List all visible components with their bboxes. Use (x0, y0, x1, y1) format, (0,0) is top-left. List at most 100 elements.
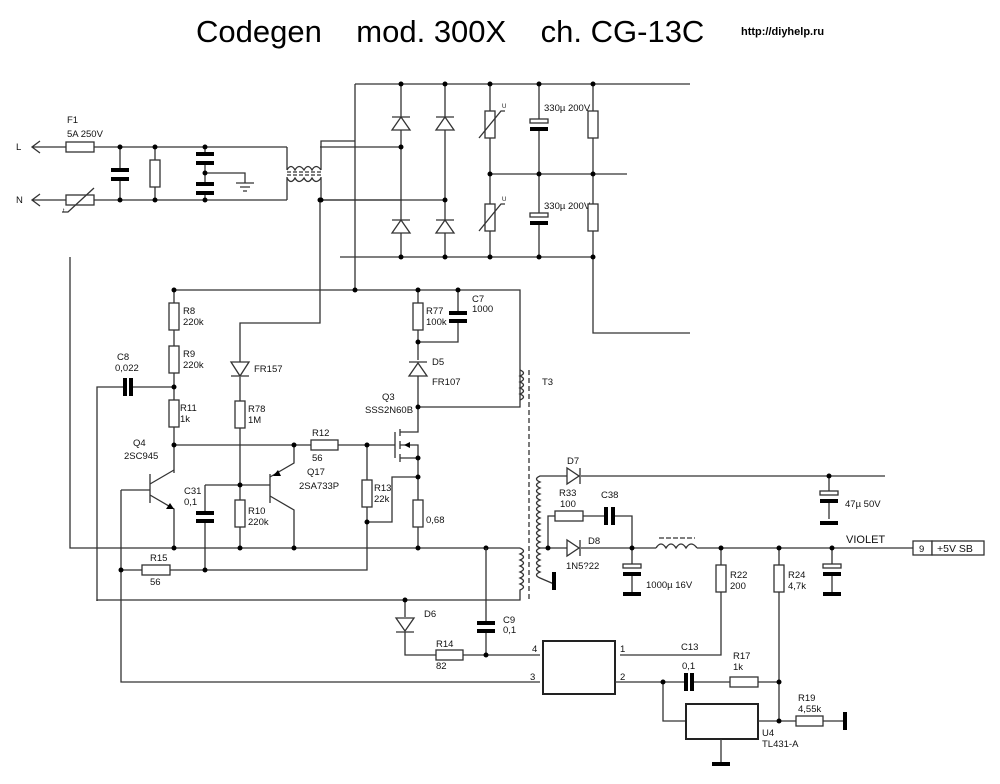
y-cap2-plate2 (196, 191, 214, 195)
wire-neutral (30, 193, 287, 207)
f1-value: 5A 250V (67, 129, 104, 140)
q4-value: 2SC945 (124, 451, 158, 462)
bridge-diode-3 (390, 218, 412, 234)
r15-value: 56 (150, 577, 161, 588)
d5-ref: D5 (432, 357, 444, 368)
diode-d5 (407, 361, 429, 377)
capacitor-c9-plate1 (477, 621, 495, 625)
r8-ref: R8 (183, 306, 195, 317)
connector-rail-label: +5V SB (937, 543, 973, 555)
r8-value: 220k (183, 317, 204, 328)
r9-ref: R9 (183, 349, 195, 360)
r13-value: 22k (374, 494, 390, 505)
capacitor-c8-plate1 (123, 378, 127, 396)
r33-ref: R33 (559, 488, 576, 499)
resistor-r10 (234, 499, 246, 528)
sense-value: 0,68 (426, 515, 445, 526)
r12-ref: R12 (312, 428, 329, 439)
varistor-bottom-label: U (502, 197, 506, 203)
ground-icon (236, 182, 254, 192)
rectifier-bulk: U U 330µ 200V 330µ 200V (69, 81, 690, 549)
r15-ref: R15 (150, 553, 167, 564)
x-cap-plate1 (111, 168, 129, 172)
c38-ref: C38 (601, 490, 618, 501)
r17-value: 1k (733, 662, 743, 673)
u4-ref: U4 (762, 728, 774, 739)
thermistor-slash (62, 187, 95, 213)
source-wires (120, 445, 419, 571)
thermistor (65, 194, 95, 206)
output-wire-color: VIOLET (846, 534, 885, 546)
capacitor-filter-plus (822, 563, 842, 569)
connector-rail-box (931, 540, 985, 556)
r13-ref: R13 (374, 483, 391, 494)
capacitor-out-ground (623, 592, 641, 596)
capacitor-c8-plate2 (129, 378, 133, 396)
wire-line (30, 140, 287, 154)
schematic-title: Codegen mod. 300X ch. CG-13C (196, 14, 705, 49)
r77-ref: R77 (426, 306, 443, 317)
resistor-r14 (435, 649, 464, 661)
transistor-q4 (121, 469, 175, 548)
c9-ref: C9 (503, 615, 515, 626)
capacitor-c38-plate2 (611, 507, 615, 525)
diode-d8 (566, 538, 581, 558)
balance-resistor-top (587, 110, 599, 139)
r24-value: 4,7k (788, 581, 806, 592)
capacitor-filter-minus (823, 572, 841, 576)
q17-emitter-arrow (273, 470, 281, 476)
q4-base-wire (120, 490, 540, 683)
q3-value: SSS2N60B (365, 405, 413, 416)
c7-ref: C7 (472, 294, 484, 305)
resistor-r9 (168, 345, 180, 374)
bulk-cap-bot-value: 330µ 200V (544, 201, 591, 212)
bulk-cap-top-plus (529, 118, 549, 124)
r11-ref: R11 (180, 403, 197, 414)
r19-ref: R19 (798, 693, 815, 704)
r77-value: 100k (426, 317, 447, 328)
optocoupler (542, 640, 616, 695)
choke-winding-top (286, 165, 322, 172)
resistor-r8 (168, 302, 180, 331)
bulk-cap-top-minus (530, 127, 548, 131)
choke-core (287, 171, 321, 176)
capacitor-c38-plate1 (604, 507, 608, 525)
capacitor-c13-plate1 (684, 673, 688, 691)
feedback: D6 C9 0,1 R14 82 4 3 1 2 C13 0,1 R17 1k … (394, 545, 847, 766)
c13-value: 0,1 (682, 661, 695, 672)
c8-ref: C8 (117, 352, 129, 363)
r14-ref: R14 (436, 639, 453, 650)
capacitor-c7-plate2 (449, 319, 467, 323)
r12-value: 56 (312, 453, 323, 464)
bleeder-resistor (149, 159, 161, 188)
terminal-label-n: N (16, 195, 23, 206)
r14-value: 82 (436, 661, 447, 672)
d8-value: 1N5?22 (566, 561, 599, 572)
resistor-r11 (168, 399, 180, 428)
bridge-diode-1 (390, 115, 412, 131)
d6-r14-c9-wires (404, 600, 540, 656)
resistor-r77 (412, 302, 424, 331)
resistor-r78 (234, 400, 246, 429)
q4-emitter-arrow (166, 503, 174, 509)
capacitor-aux-plus (819, 490, 839, 496)
y-cap1-plate1 (196, 152, 214, 156)
f1-ref: F1 (67, 115, 78, 126)
opto-pin-2: 2 (620, 672, 625, 683)
fr157-r78-wires (239, 200, 321, 548)
capacitor-c31-plate2 (196, 519, 214, 523)
resistor-r12 (310, 439, 339, 451)
r17-ref: R17 (733, 651, 750, 662)
r33-c38-wires (547, 515, 633, 548)
d6-ref: D6 (424, 609, 436, 620)
thermistor-label: t (63, 208, 65, 214)
r19-value: 4,55k (798, 704, 821, 715)
inductor-output (655, 543, 698, 550)
c31-value: 0,1 (184, 497, 197, 508)
c13-r17-wires (615, 681, 779, 722)
c13-ref: C13 (681, 642, 698, 653)
connector-pin: 9 (919, 544, 924, 555)
q17-value: 2SA733P (299, 481, 339, 492)
capacitor-filter-ground (823, 592, 841, 596)
bulk-cap-top-value: 330µ 200V (544, 103, 591, 114)
